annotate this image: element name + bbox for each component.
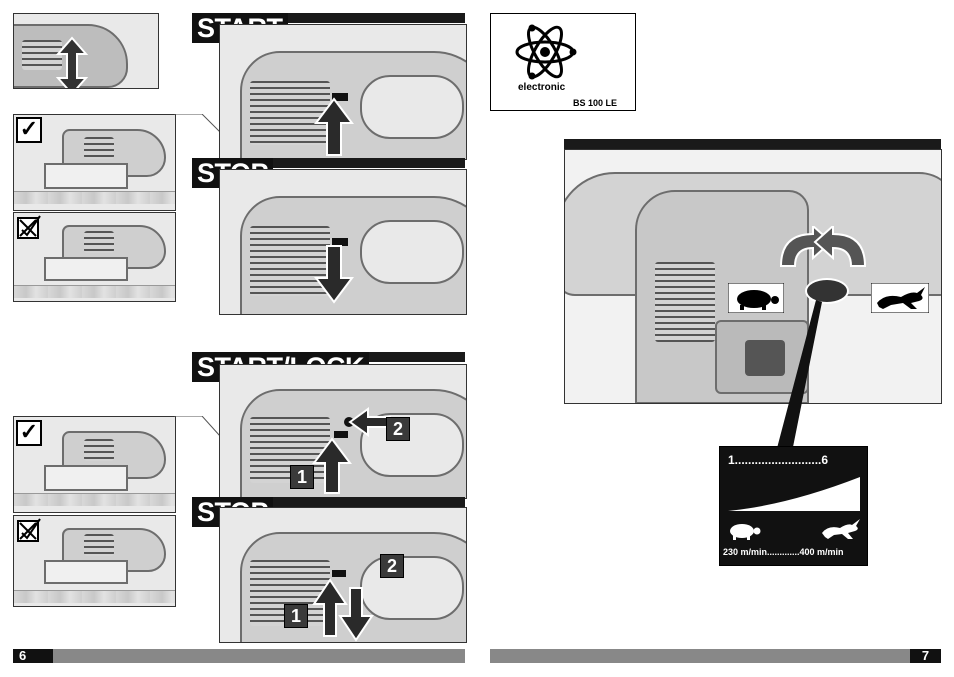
step-2-badge: 2 (386, 417, 410, 441)
speed-dial-photo (564, 149, 942, 404)
footer-bar-right (490, 649, 941, 663)
checkmark-icon: ✓ (16, 420, 42, 446)
turtle-icon (728, 283, 784, 313)
step-2-badge: 2 (380, 554, 404, 578)
checkmark-icon: ✓ (16, 117, 42, 143)
arrow-up-icon (314, 97, 354, 156)
rabbit-icon (871, 283, 929, 313)
step-1-badge: 1 (284, 604, 308, 628)
crossed-box-icon (17, 215, 41, 239)
start-photo (219, 24, 467, 160)
incorrect-usage-photo-2 (13, 515, 176, 607)
footer-bar-left (13, 649, 465, 663)
start-header-bar (192, 13, 465, 23)
arrow-up-icon (312, 578, 348, 637)
atom-icon (515, 24, 577, 80)
correct-usage-photo-1 (13, 114, 176, 211)
stop-photo-2: 2 1 (219, 507, 467, 643)
crossed-box-icon (17, 518, 41, 542)
electronic-logo-box: electronic BS 100 LE (490, 13, 636, 111)
arrow-down-icon (314, 245, 354, 304)
stop-header-bar-2 (192, 497, 465, 507)
arrow-down-icon (338, 587, 374, 642)
speed-scale-box: 1..........................6 230 m/min..… (719, 446, 868, 566)
start-lock-photo: 2 1 (219, 364, 467, 499)
speed-ramp (728, 477, 860, 511)
grip-adjust-photo (13, 13, 159, 89)
rotate-arrows-icon (779, 226, 867, 267)
speed-range-label: 230 m/min.............400 m/min (723, 547, 844, 557)
page-number-left: 6 (13, 649, 53, 663)
page-number-right: 7 (910, 649, 941, 663)
stop-header-bar-1 (192, 158, 465, 168)
callout-line (174, 114, 221, 133)
stop-photo-1 (219, 169, 467, 315)
step-1-badge: 1 (290, 465, 314, 489)
rabbit-icon (822, 519, 860, 539)
arrow-up-icon (312, 437, 352, 494)
model-label: BS 100 LE (573, 98, 618, 108)
turtle-icon (730, 524, 761, 540)
dial-range-label: 1..........................6 (728, 453, 829, 467)
double-arrow-icon (55, 36, 89, 88)
incorrect-usage-photo-1 (13, 212, 176, 302)
speed-header-bar (564, 139, 941, 149)
callout-line (174, 416, 221, 437)
callout-pointer (776, 300, 822, 452)
logo-text: electronic (518, 82, 566, 93)
